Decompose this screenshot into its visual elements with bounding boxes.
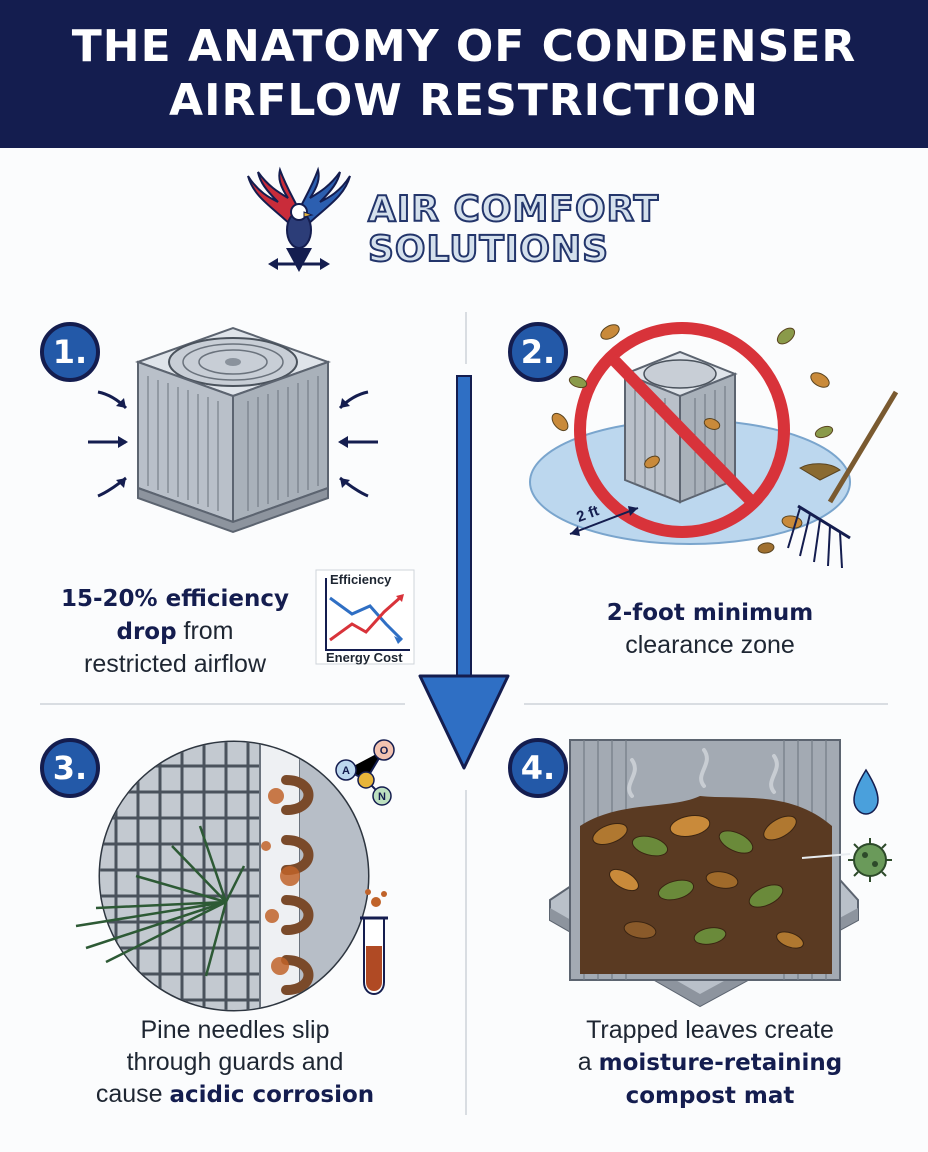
- caption-1-rest-2: from: [176, 617, 234, 645]
- brand-name-line-2: SOLUTIONS: [367, 229, 610, 271]
- pine-needles-icon: [75, 825, 246, 977]
- caption-4-line-1: Trapped leaves create: [586, 1016, 834, 1044]
- trapped-leaves-icon: [592, 815, 804, 949]
- leaf-icons: [551, 324, 841, 554]
- corroded-coil-illustration: A O N: [75, 739, 395, 1012]
- brand-name: AIR COMFORT SOLUTIONS: [367, 189, 660, 271]
- caption-2-line-2: clearance zone: [625, 631, 795, 659]
- eagle-logo-icon: [247, 166, 351, 272]
- steam-icon: [627, 748, 779, 798]
- acid-molecule-icon: A O N: [335, 739, 395, 806]
- clearance-zone-illustration: 2 ft: [529, 322, 899, 569]
- step-badge-4: 4.: [508, 738, 568, 798]
- vertical-divider-top: [465, 312, 467, 364]
- caption-3: Pine needles slip through guards and cau…: [60, 1014, 410, 1111]
- chart-label-efficiency: Efficiency: [330, 572, 392, 587]
- caption-3-line-1: Pine needles slip: [140, 1016, 330, 1044]
- molecule-label-n: N: [378, 791, 386, 803]
- header-banner: THE ANATOMY OF CONDENSER AIRFLOW RESTRIC…: [0, 0, 928, 148]
- mold-spore-icon: [848, 838, 892, 882]
- down-arrow-icon: [418, 375, 510, 770]
- caption-4-plain-2: a: [577, 1048, 599, 1076]
- caption-4-bold-3: compost mat: [625, 1083, 795, 1109]
- brand-block: AIR COMFORT SOLUTIONS: [244, 166, 704, 283]
- horizontal-divider-right: [524, 703, 888, 705]
- caption-4-bold-2: moisture-retaining: [598, 1050, 843, 1076]
- brand-name-line-1: AIR COMFORT: [367, 189, 660, 231]
- molecule-label-o: O: [380, 745, 389, 757]
- rake-icon: [787, 390, 899, 569]
- step-badge-3: 3.: [40, 738, 100, 798]
- water-drop-icon: [853, 768, 879, 815]
- molecule-label-a: A: [342, 765, 350, 777]
- caption-4: Trapped leaves create a moisture-retaini…: [540, 1014, 880, 1112]
- test-tube-icon: [360, 889, 388, 995]
- caption-3-line-2: through guards and: [126, 1048, 344, 1076]
- prohibition-sign-icon: [574, 322, 790, 538]
- step-badge-2: 2.: [508, 322, 568, 382]
- caption-2: 2-foot minimum clearance zone: [560, 596, 860, 661]
- vertical-divider-bottom: [465, 790, 467, 1115]
- caption-1-bold-1: 15-20% efficiency: [61, 586, 289, 612]
- efficiency-cost-chart-icon: Efficiency Energy Cost: [315, 569, 415, 665]
- caption-3-plain-3: cause: [95, 1080, 170, 1108]
- page-title-line-1: THE ANATOMY OF CONDENSER: [71, 21, 857, 72]
- caption-1-line-3: restricted airflow: [84, 650, 266, 678]
- caption-1-bold-2: drop: [116, 619, 177, 645]
- caption-1: 15-20% efficiency drop from restricted a…: [40, 582, 310, 680]
- compost-mat-illustration: [549, 739, 892, 1008]
- page-title-line-2: AIRFLOW RESTRICTION: [169, 75, 759, 126]
- step-badge-1: 1.: [40, 322, 100, 382]
- condenser-unit-icon: [88, 326, 378, 534]
- chart-label-energy-cost: Energy Cost: [326, 650, 403, 665]
- caption-2-bold-1: 2-foot minimum: [606, 600, 814, 626]
- horizontal-divider-left: [40, 703, 405, 705]
- caption-3-bold-3: acidic corrosion: [169, 1082, 375, 1108]
- distance-label: 2 ft: [574, 502, 601, 526]
